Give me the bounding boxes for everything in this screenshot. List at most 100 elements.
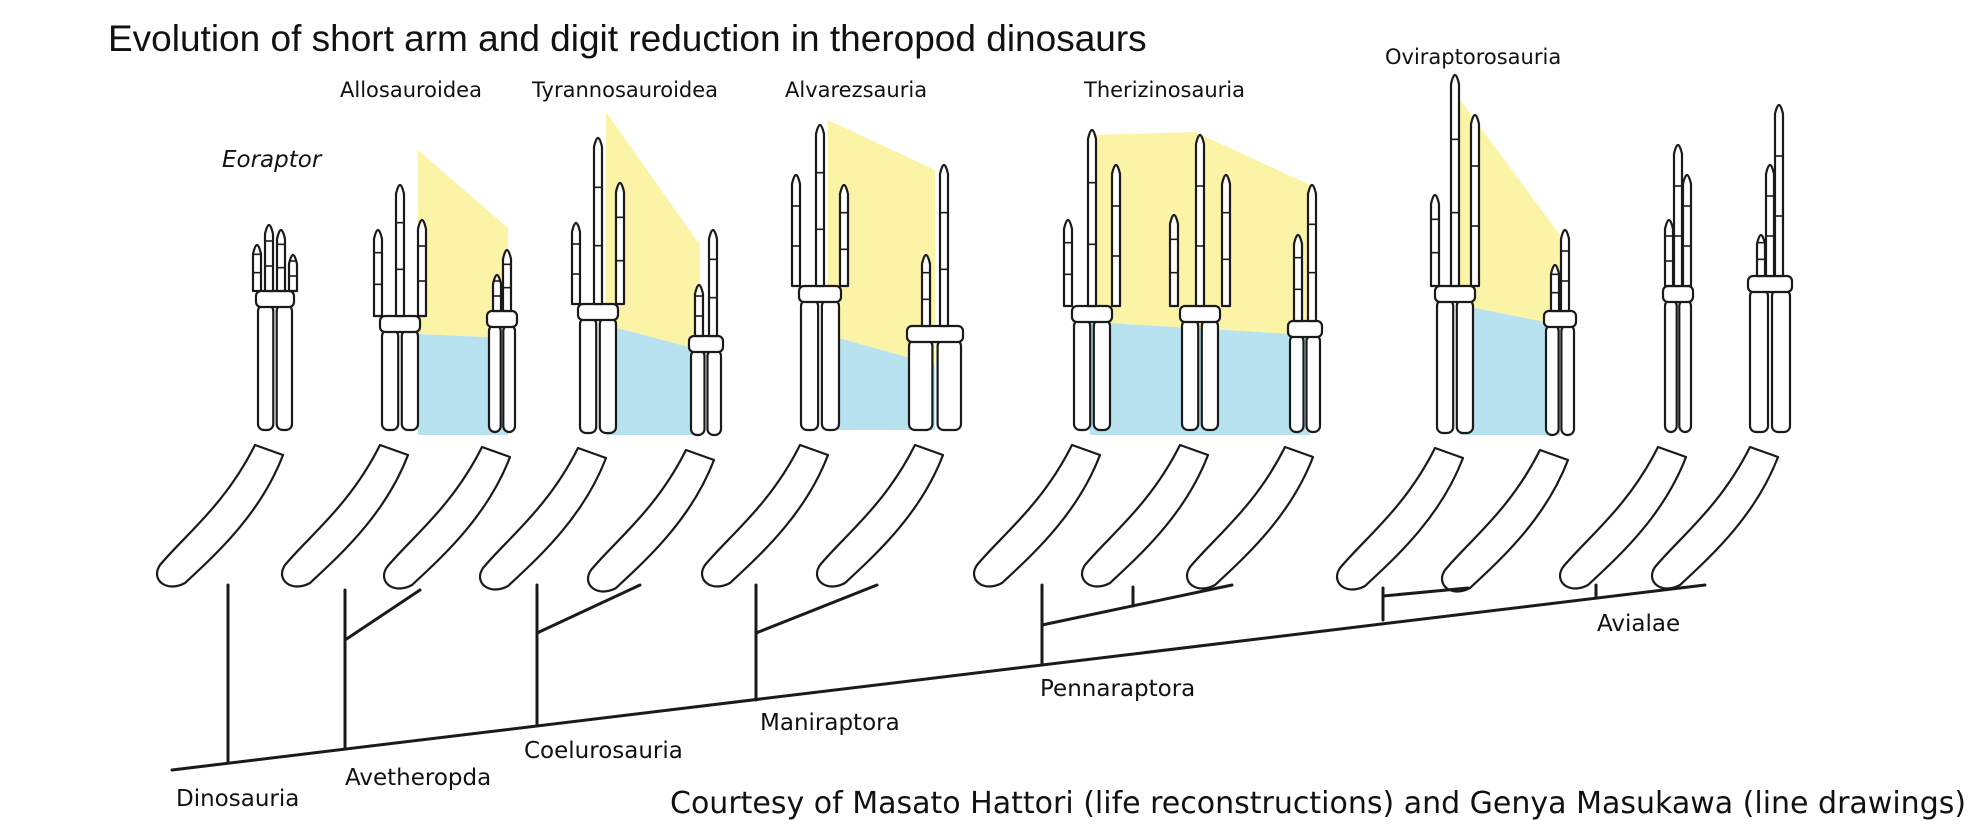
radius-bone-12 [1560, 323, 1576, 437]
phylogenetic-tree [170, 583, 1707, 772]
digit-bone-4-2 [592, 136, 604, 306]
digit-bone-8-3 [1110, 163, 1122, 308]
humerus-bone-1 [156, 443, 285, 588]
digit-bone-1-2 [263, 223, 275, 293]
hand-band-alvarezsauria [828, 120, 935, 365]
forearm-band-allosauroidea [418, 334, 508, 435]
node-label-maniraptora: Maniraptora [760, 710, 900, 736]
digit-bone-8-1 [1062, 218, 1074, 308]
wrist-bone-10 [1286, 319, 1324, 339]
digit-bone-11-2 [1449, 73, 1461, 288]
humerus-bone-4 [479, 446, 608, 591]
digit-bone-14-1 [1755, 233, 1767, 278]
digit-bone-13-1 [1663, 218, 1675, 288]
hand-band-oviraptorosauria [1460, 100, 1560, 325]
branch-alvarezsauria [754, 583, 879, 635]
digit-bone-2-2 [394, 183, 406, 318]
digit-bone-14-2 [1764, 163, 1776, 278]
humerus-bone-3 [383, 445, 512, 590]
humerus-bone-5 [587, 448, 716, 593]
radius-bone-10 [1305, 333, 1322, 434]
wrist-bone-1 [254, 289, 296, 309]
digit-bone-2-1 [372, 228, 384, 318]
figure-title: Evolution of short arm and digit reducti… [108, 18, 1147, 59]
radius-bone-9 [1200, 318, 1220, 432]
taxon-label-tyrannosauroidea: Tyrannosauroidea [532, 78, 719, 102]
digit-bone-9-2 [1194, 133, 1206, 308]
digit-bone-4-3 [614, 181, 626, 306]
digit-bone-2-3 [416, 218, 428, 318]
digit-bone-12-2 [1559, 228, 1571, 313]
wrist-bone-11 [1433, 284, 1477, 304]
ulna-bone-13 [1663, 298, 1678, 434]
radius-bone-13 [1678, 298, 1693, 434]
forearm-band-tyrannosauroidea [606, 325, 700, 435]
ulna-bone-8 [1072, 318, 1092, 432]
branch-allosauroidea [343, 588, 422, 642]
digit-bone-8-2 [1086, 128, 1098, 308]
highlight-bands [418, 100, 1560, 435]
radius-bone-8 [1092, 318, 1112, 432]
digit-bone-3-2 [501, 248, 513, 313]
digit-bone-1-4 [287, 253, 299, 293]
digit-bone-11-1 [1429, 193, 1441, 288]
node-label-coelurosauria: Coelurosauria [524, 738, 683, 764]
humerus-bone-2 [281, 443, 410, 588]
forearm-band-oviraptorosauria [1460, 305, 1560, 435]
humerus-bone-6 [701, 443, 830, 588]
tree-backbone [170, 583, 1707, 772]
digit-bone-6-3 [838, 183, 850, 288]
wrist-bone-5 [687, 334, 725, 354]
radius-bone-4 [598, 316, 618, 435]
digit-bone-1-3 [275, 228, 287, 293]
wrist-bone-4 [576, 302, 620, 322]
taxon-label-oviraptorosauria: Oviraptorosauria [1385, 45, 1562, 69]
radius-bone-11 [1455, 298, 1475, 435]
wrist-bone-13 [1661, 284, 1695, 304]
branch-tyrannosauroidea [535, 583, 642, 635]
humerus-bone-12 [1441, 448, 1570, 593]
digit-bone-1-1 [251, 243, 263, 293]
digit-bone-4-1 [570, 221, 582, 306]
digit-bone-14-3 [1773, 103, 1785, 278]
taxon-label-eoraptor: Eoraptor [222, 147, 322, 173]
digit-bone-9-1 [1168, 213, 1180, 308]
wrist-bone-7 [905, 324, 965, 344]
digit-bone-11-3 [1469, 113, 1481, 288]
branch-oviraptorosauria-top [1381, 586, 1470, 598]
ulna-bone-9 [1180, 318, 1200, 432]
digit-bone-6-2 [814, 123, 826, 288]
node-label-avialae: Avialae [1597, 611, 1681, 637]
digit-bone-7-1 [920, 253, 932, 328]
ulna-bone-6 [799, 298, 820, 432]
humerus-bone-11 [1336, 446, 1465, 591]
radius-bone-2 [400, 328, 420, 432]
digit-bone-9-3 [1220, 173, 1232, 308]
digit-bone-12-1 [1549, 263, 1561, 313]
humerus-bone-7 [816, 443, 945, 588]
taxon-label-therizinosauria: Therizinosauria [1084, 78, 1245, 102]
branch-therizinosauria [1040, 583, 1234, 627]
digit-bone-7-2 [938, 163, 950, 328]
digit-bone-13-2 [1672, 143, 1684, 288]
digit-bone-13-3 [1681, 173, 1693, 288]
wrist-bone-6 [797, 284, 843, 304]
ulna-bone-3 [487, 323, 502, 434]
hand-band-allosauroidea [418, 150, 508, 338]
credit-line: Courtesy of Masato Hattori (life reconst… [670, 786, 1967, 821]
wrist-bone-9 [1178, 304, 1222, 324]
taxon-label-allosauroidea: Allosauroidea [340, 78, 482, 102]
wrist-bone-12 [1542, 309, 1578, 329]
digit-bone-10-2 [1306, 183, 1318, 323]
node-label-dinosauria: Dinosauria [176, 786, 300, 812]
ulna-bone-11 [1435, 298, 1455, 435]
digit-bone-5-2 [707, 228, 719, 338]
digit-bone-6-1 [790, 173, 802, 288]
humerus-bone-14 [1651, 445, 1780, 590]
radius-bone-3 [502, 323, 517, 434]
radius-bone-6 [820, 298, 841, 432]
humerus-bone-13 [1559, 445, 1688, 590]
ulna-bone-7 [907, 338, 934, 432]
